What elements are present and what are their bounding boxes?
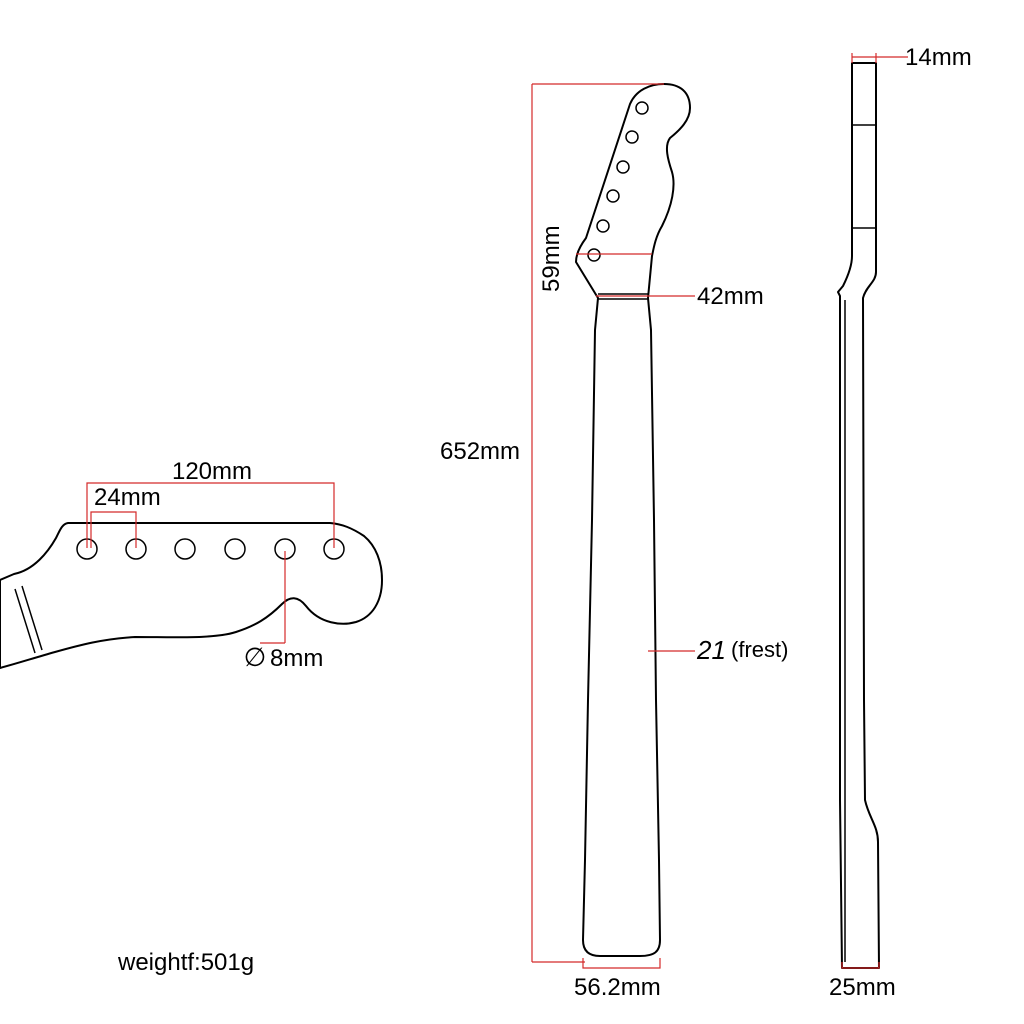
side-view: 14mm 25mm (829, 44, 972, 1001)
front-neck-outline (575, 83, 691, 957)
dim-line-25 (841, 962, 880, 969)
heel-width-label: 56.2mm (574, 974, 661, 1001)
dim-line-24 (90, 511, 137, 548)
hole-diameter-label: 8mm (270, 645, 323, 672)
overall-length-label: 652mm (440, 438, 520, 465)
dim-line-56 (582, 958, 661, 969)
diameter-symbol: ∅ (244, 642, 267, 672)
headstock-thickness-label: 14mm (905, 44, 972, 71)
tuner-hole (625, 130, 639, 144)
nut-line-b (21, 585, 43, 651)
nut-line-a (14, 588, 36, 654)
front-view: 652mm 59mm 42mm 21 (frest) 56.2mm (440, 83, 788, 1001)
headstock-length-label: 59mm (538, 225, 565, 292)
headstock-detail: 120mm 24mm ∅ 8mm (0, 458, 383, 672)
hole-spacing-total-label: 120mm (172, 458, 252, 485)
dim-line-120 (86, 482, 335, 548)
tuner-hole (606, 189, 620, 203)
tuner-hole (635, 101, 649, 115)
tuner-hole (224, 538, 246, 560)
side-neck-outline (837, 62, 880, 969)
weight-label: weightf:501g (117, 949, 254, 976)
nut-width-label: 42mm (697, 283, 764, 310)
hole-spacing-single-label: 24mm (94, 484, 161, 511)
tuner-hole (587, 248, 601, 262)
fret-suffix-label: (frest) (731, 637, 788, 662)
fret-count-label: 21 (696, 635, 726, 665)
heel-thickness-label: 25mm (829, 974, 896, 1001)
tuner-hole (616, 160, 630, 174)
tuner-hole (174, 538, 196, 560)
tuner-hole (596, 219, 610, 233)
